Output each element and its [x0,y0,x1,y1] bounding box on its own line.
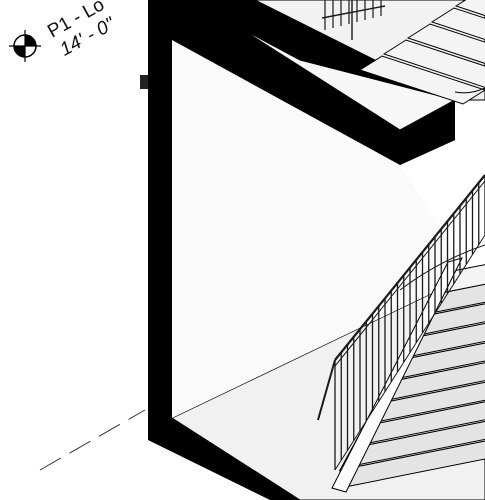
floor-edge-bottom [148,418,300,500]
stair-stringer [331,257,463,493]
upper-stair-tread [430,7,485,41]
level-target-icon [9,30,41,62]
upper-stair-tread [454,0,485,17]
grid-line-dashed [39,409,146,471]
main-stair-flight [331,257,485,493]
railing-curve [399,244,485,291]
upper-stair-tread [406,23,485,64]
wall-section-left [148,0,172,430]
handrail-end [317,359,336,421]
main-railing [317,174,485,471]
level-marker[interactable]: P1 - Lo 14' - 0" [9,0,120,62]
landing-thickness [400,100,455,165]
upper-railing [321,0,386,40]
slab-edge-top [148,0,455,165]
upper-stair-flight [358,0,485,105]
wall-face [172,40,470,418]
upper-stair-tread [358,55,485,105]
arc-detail [454,87,485,94]
upper-stair-tread [382,39,485,88]
upper-handrail [321,5,386,19]
wall-bracket [140,75,148,89]
bottom-rail [334,234,485,471]
